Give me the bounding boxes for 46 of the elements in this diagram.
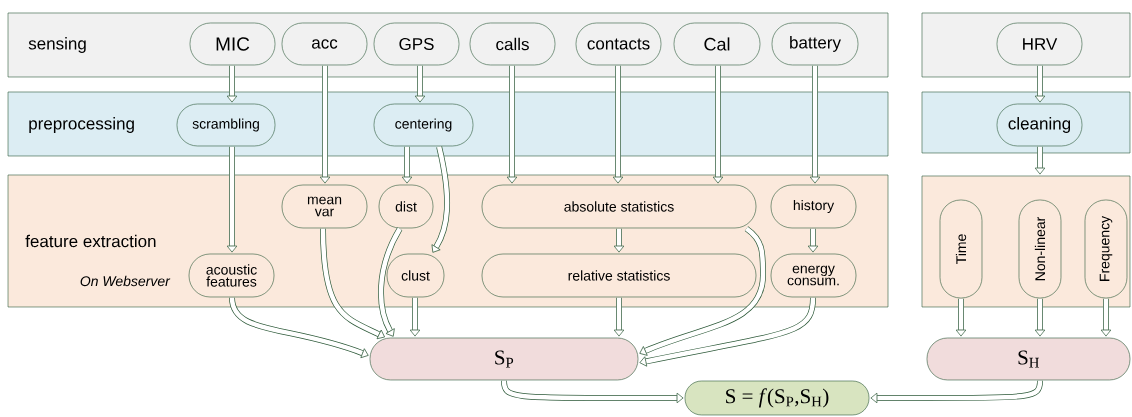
rounded-box: acc <box>281 22 368 66</box>
arrow <box>712 65 724 184</box>
rounded-box: HRV <box>996 22 1083 66</box>
arrow <box>319 65 331 184</box>
rounded-box: relative statistics <box>481 253 757 298</box>
arrow <box>613 297 625 337</box>
arrow <box>320 228 385 340</box>
arrow <box>1100 298 1112 337</box>
arrow <box>613 228 625 253</box>
arrow <box>226 65 238 103</box>
arrow <box>409 297 421 337</box>
arrow <box>1034 65 1046 103</box>
rounded-box: Frequency <box>1084 199 1128 299</box>
rounded-box: battery <box>771 22 859 66</box>
rounded-box: Time <box>939 199 983 299</box>
arrow <box>639 297 816 367</box>
rounded-box: MIC <box>189 22 276 66</box>
rounded-box: calls <box>469 22 556 66</box>
score-box: S$_{P}$ <box>369 337 639 381</box>
rounded-box: GPS <box>373 22 460 66</box>
arrow <box>612 65 624 184</box>
score-box: S$_{H}$ <box>926 337 1131 381</box>
score-box: S = f(S$_{P}$,S$_{H}$) <box>684 380 870 416</box>
rounded-box: Cal <box>673 22 761 66</box>
arrow <box>226 146 238 253</box>
arrow <box>378 227 403 337</box>
arrow <box>809 65 821 184</box>
arrow <box>401 146 413 184</box>
rounded-box: clust <box>386 253 445 298</box>
arrow <box>807 228 819 253</box>
arrow <box>870 380 1043 404</box>
arrow <box>229 297 369 359</box>
arrow <box>506 65 518 184</box>
rounded-box: dist <box>378 184 434 229</box>
rounded-box: absolute statistics <box>481 184 757 229</box>
rounded-box: scrambling <box>176 103 276 147</box>
arrow <box>431 146 451 253</box>
rounded-box: centering <box>373 103 474 147</box>
rounded-box: Non-linear <box>1018 199 1062 299</box>
arrow <box>1034 298 1046 337</box>
arrow <box>639 226 766 356</box>
rounded-box: contacts <box>575 22 662 66</box>
arrow <box>501 380 684 404</box>
arrow <box>955 298 967 337</box>
arrow <box>1034 146 1046 175</box>
arrow <box>414 65 426 103</box>
